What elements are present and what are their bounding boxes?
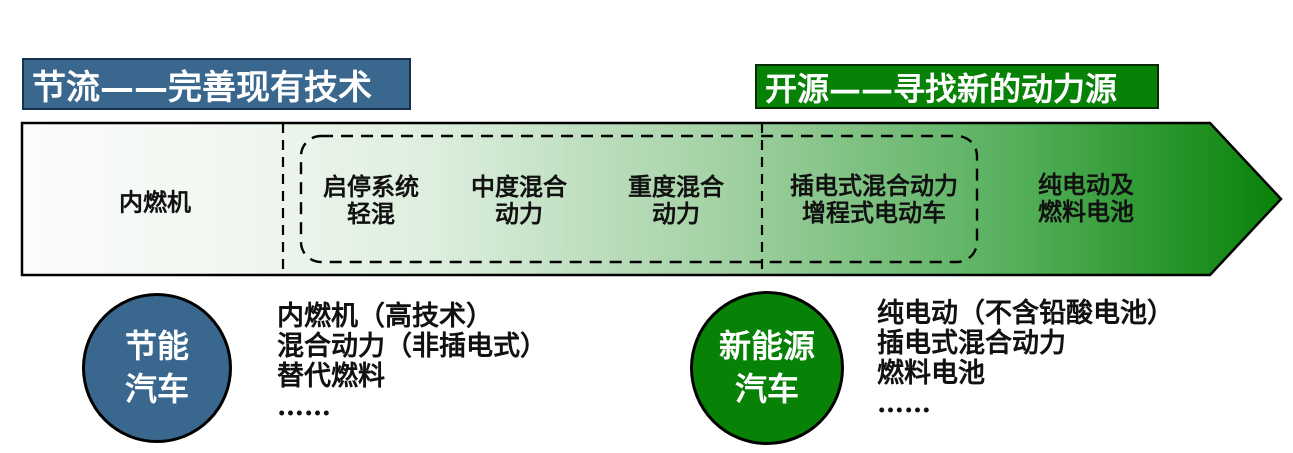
list-item: 插电式混合动力 <box>877 328 1066 359</box>
hybrid-group-outline <box>299 134 979 264</box>
banner-conserve-label: 节流——完善现有技术 <box>32 67 372 108</box>
arrow-shape <box>20 121 1283 277</box>
arrow-label-heavy-hybrid: 重度混合 动力 <box>628 172 724 228</box>
list-item: 替代燃料 <box>277 361 385 392</box>
energy-saving-list: 内燃机（高技术） 混合动力（非插电式） 替代燃料 …… <box>277 302 547 422</box>
arrow-label-bev-fuelcell: 纯电动及 燃料电池 <box>1038 170 1134 226</box>
arrow-label-start-stop-mild-hybrid: 启停系统 轻混 <box>323 172 419 228</box>
list-item: …… <box>277 391 331 422</box>
list-item: 内燃机（高技术） <box>277 301 493 332</box>
new-energy-list: 纯电动（不含铅酸电池） 插电式混合动力 燃料电池 …… <box>877 299 1174 419</box>
energy-saving-circle: 节能 汽车 <box>82 293 232 443</box>
energy-saving-circle-label-line2: 汽车 <box>124 370 189 408</box>
arrow-label-internal-combustion: 内燃机 <box>119 187 191 217</box>
technology-arrow <box>20 121 1283 277</box>
new-energy-circle-label-line1: 新能源 <box>718 327 815 365</box>
banner-conserve: 节流——完善现有技术 <box>22 58 411 110</box>
energy-saving-circle-label-line1: 节能 <box>124 327 189 365</box>
arrow-label-plugin-erev: 插电式混合动力 增程式电动车 <box>790 171 958 227</box>
banner-newsource: 开源——寻找新的动力源 <box>755 64 1159 109</box>
list-item: …… <box>877 388 931 419</box>
new-energy-circle: 新能源 汽车 <box>690 291 844 445</box>
new-energy-circle-label-line2: 汽车 <box>734 370 799 408</box>
list-item: 混合动力（非插电式） <box>277 331 547 362</box>
banner-newsource-label: 开源——寻找新的动力源 <box>765 69 1118 108</box>
list-item: 燃料电池 <box>877 358 985 389</box>
arrow-label-medium-hybrid: 中度混合 动力 <box>471 172 567 228</box>
list-item: 纯电动（不含铅酸电池） <box>877 298 1174 329</box>
